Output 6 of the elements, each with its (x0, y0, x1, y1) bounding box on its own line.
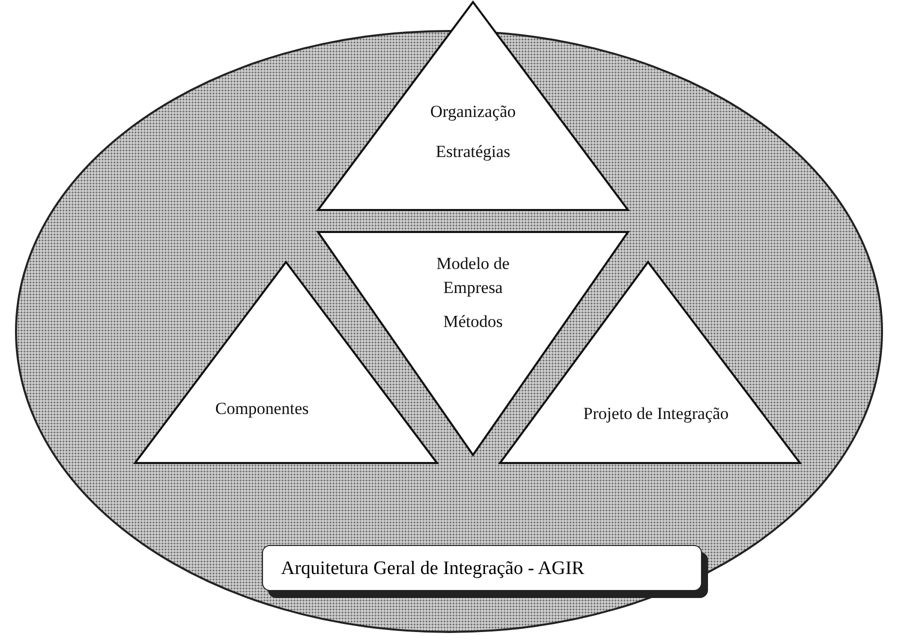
triangle-label: Organização (430, 102, 516, 122)
triangle-label: Métodos (443, 312, 503, 332)
triangle-label: Componentes (215, 399, 309, 419)
triangle-label: Estratégias (436, 142, 510, 162)
triangle-label: Projeto de Integração (583, 404, 729, 424)
triangle-label: Modelo de Empresa (435, 253, 511, 299)
